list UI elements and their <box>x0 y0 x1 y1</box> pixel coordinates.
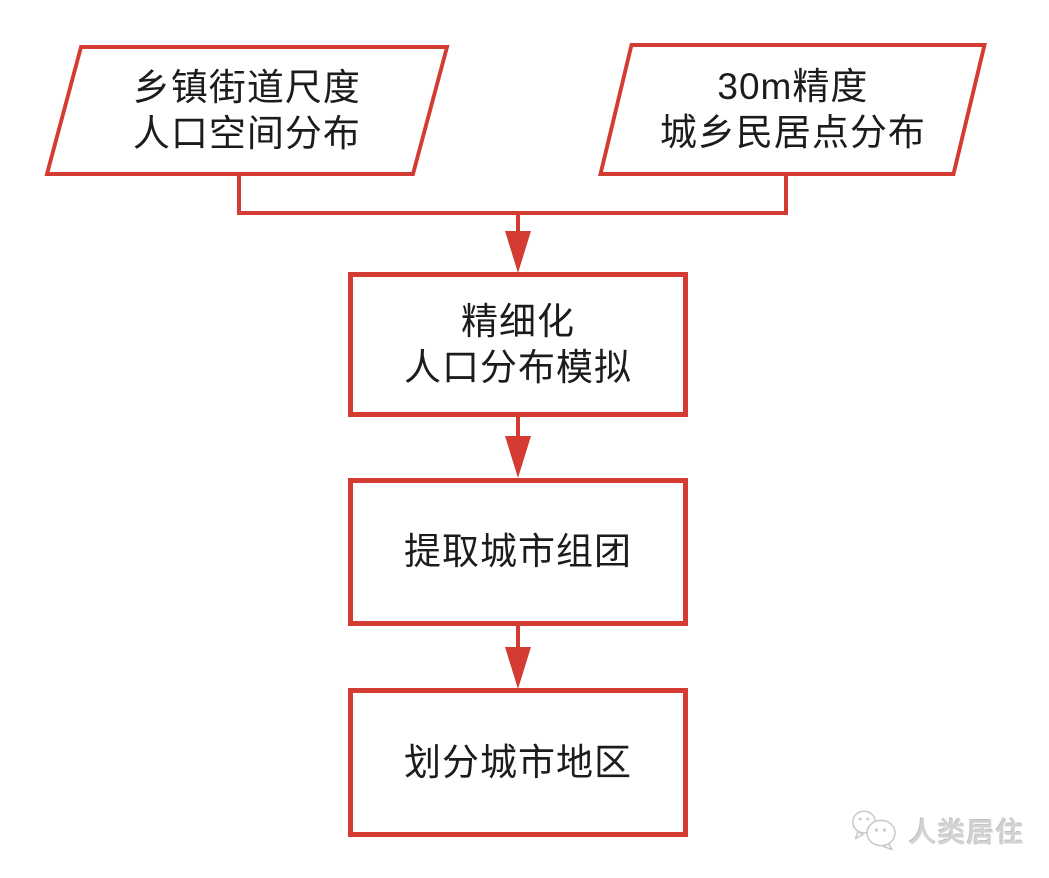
connector-right-vertical <box>784 174 788 215</box>
node-label-line: 精细化 <box>461 300 575 342</box>
node-step-extract-urban-clusters: 提取城市组团 <box>348 478 688 626</box>
node-step-divide-urban-areas: 划分城市地区 <box>348 688 688 837</box>
arrow-shaft-3 <box>516 625 520 651</box>
watermark: 人类居住 <box>851 809 1025 851</box>
node-label-line: 人口空间分布 <box>133 112 361 154</box>
node-label-line: 划分城市地区 <box>404 741 632 783</box>
down-arrow-icon <box>505 647 531 689</box>
node-label: 提取城市组团 <box>404 529 632 575</box>
node-label-line: 城乡民居点分布 <box>659 111 926 153</box>
node-label-line: 30m精度 <box>717 65 868 107</box>
wechat-icon <box>852 810 896 851</box>
watermark-label: 人类居住 <box>909 817 1025 848</box>
node-label: 30m精度 城乡民居点分布 <box>660 64 926 156</box>
connector-left-vertical <box>237 174 241 215</box>
node-input-township-scale-population: 乡镇街道尺度 人口空间分布 <box>44 45 450 176</box>
arrow-shaft-1 <box>516 213 520 235</box>
down-arrow-icon <box>505 436 531 478</box>
node-label: 精细化 人口分布模拟 <box>404 299 632 391</box>
node-label-line: 提取城市组团 <box>404 531 632 572</box>
arrow-shaft-2 <box>516 416 520 440</box>
node-input-30m-residential-points: 30m精度 城乡民居点分布 <box>598 43 987 176</box>
node-label: 乡镇街道尺度 人口空间分布 <box>133 65 361 157</box>
connector-merge-horizontal <box>237 211 788 215</box>
node-step-refined-population-simulation: 精细化 人口分布模拟 <box>348 272 688 417</box>
node-label-line: 乡镇街道尺度 <box>133 66 361 108</box>
down-arrow-icon <box>505 231 531 273</box>
node-label-line: 人口分布模拟 <box>404 346 632 388</box>
node-label: 划分城市地区 <box>404 740 632 786</box>
